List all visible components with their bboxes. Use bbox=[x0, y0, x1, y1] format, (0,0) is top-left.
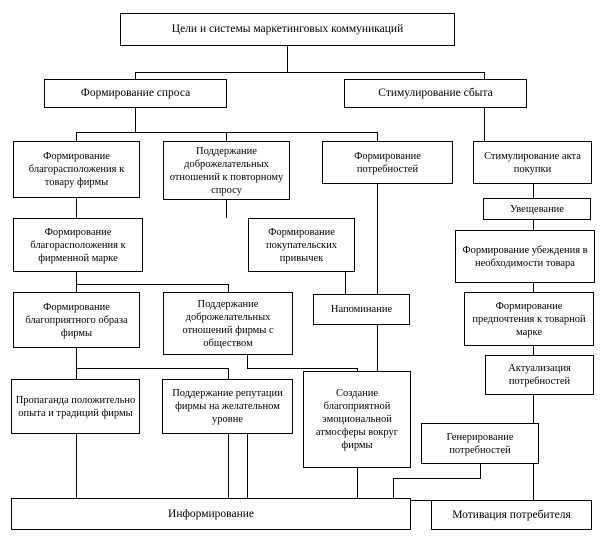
node-needs-actualization[interactable]: Актуализация потребностей bbox=[485, 355, 594, 395]
connector-demand-down bbox=[135, 108, 136, 132]
node-favor-to-product[interactable]: Формирование благорасположения к товару … bbox=[13, 141, 140, 198]
node-favorable-image[interactable]: Формирование благоприятного образа фирмы bbox=[13, 292, 140, 348]
connector-preference-to-actualization bbox=[533, 346, 534, 355]
node-needs-generation[interactable]: Генерирование потребностей bbox=[421, 423, 539, 464]
connector-needs-to-atmosphere bbox=[377, 184, 378, 371]
node-demand-formation[interactable]: Формирование спроса bbox=[44, 79, 227, 108]
connector-reputation2-to-informing bbox=[247, 434, 248, 498]
connector-image-down bbox=[76, 348, 77, 368]
connector-favorbrand-bar bbox=[76, 284, 228, 285]
connector-demand-to-needs bbox=[377, 132, 378, 141]
connector-to-goodwill-society bbox=[228, 284, 229, 292]
node-favor-to-brand[interactable]: Формирование благорасположения к фирменн… bbox=[13, 218, 143, 272]
connector-demand-to-goodwill bbox=[226, 132, 227, 141]
node-propaganda[interactable]: Пропаганда положительно опыта и традиций… bbox=[11, 379, 140, 434]
node-needs-formation[interactable]: Формирование потребностей bbox=[322, 141, 453, 184]
node-reputation-support[interactable]: Поддержание репутации фирмы на желательн… bbox=[162, 379, 293, 434]
connector-atmosphere-to-informing bbox=[357, 468, 358, 498]
node-persuasion[interactable]: Увещевание bbox=[483, 198, 591, 220]
connector-purchase-to-persuasion bbox=[533, 184, 534, 198]
connector-habits-to-reminder bbox=[345, 272, 346, 294]
connector-motivation-entry bbox=[393, 500, 433, 501]
connector-reputation-to-informing bbox=[228, 434, 229, 498]
connector-favorproduct-to-favorbrand bbox=[76, 198, 77, 218]
connector-generation-down bbox=[480, 464, 481, 478]
node-buying-habits[interactable]: Формирование покупательских привычек bbox=[248, 218, 355, 272]
connector-row2-right-drop bbox=[484, 72, 485, 80]
connector-sales-down bbox=[484, 108, 485, 141]
connector-row2-left-drop bbox=[135, 72, 136, 80]
connector-root-down bbox=[287, 46, 288, 72]
node-root[interactable]: Цели и системы маркетинговых коммуникаци… bbox=[120, 13, 455, 46]
node-preference-to-brand[interactable]: Формирование предпочтения к товарной мар… bbox=[464, 292, 594, 346]
node-goodwill-repeat-demand[interactable]: Поддержание доброжелательных отношений к… bbox=[163, 141, 290, 200]
connector-society-to-atmosphere bbox=[357, 368, 358, 371]
node-consumer-motivation[interactable]: Мотивация потребителя bbox=[431, 500, 592, 530]
node-sales-stimulation[interactable]: Стимулирование сбыта bbox=[344, 79, 527, 108]
connector-to-favorable-image bbox=[76, 284, 77, 292]
node-purchase-act-stimulation[interactable]: Стимулирование акта покупки bbox=[473, 141, 592, 184]
connector-propaganda-to-informing bbox=[76, 434, 77, 498]
connector-image-to-reputation bbox=[228, 368, 229, 379]
connector-society-down bbox=[247, 355, 248, 368]
connector-favorbrand-down bbox=[76, 272, 77, 284]
connector-goodwill-to-habits bbox=[226, 200, 227, 218]
node-emotional-atmosphere[interactable]: Создание благоприятной эмоциональной атм… bbox=[303, 371, 411, 468]
connector-generation-bar bbox=[393, 478, 481, 479]
node-conviction-need-product[interactable]: Формирование убеждения в необходимости т… bbox=[455, 230, 595, 283]
connector-persuasion-to-conviction bbox=[533, 220, 534, 230]
connector-to-propaganda bbox=[76, 368, 77, 379]
connector-society-bar bbox=[247, 368, 357, 369]
connector-image-bar bbox=[76, 368, 228, 369]
node-goodwill-with-society[interactable]: Поддержание доброжелательных отношений ф… bbox=[163, 292, 293, 355]
connector-generation-to-motivation bbox=[393, 478, 394, 500]
connector-row2-bar bbox=[135, 72, 485, 73]
connector-conviction-to-preference bbox=[533, 283, 534, 292]
connector-demand-to-favor-product bbox=[76, 132, 77, 141]
node-reminder[interactable]: Напоминание bbox=[313, 294, 410, 325]
node-informing[interactable]: Информирование bbox=[11, 498, 411, 530]
